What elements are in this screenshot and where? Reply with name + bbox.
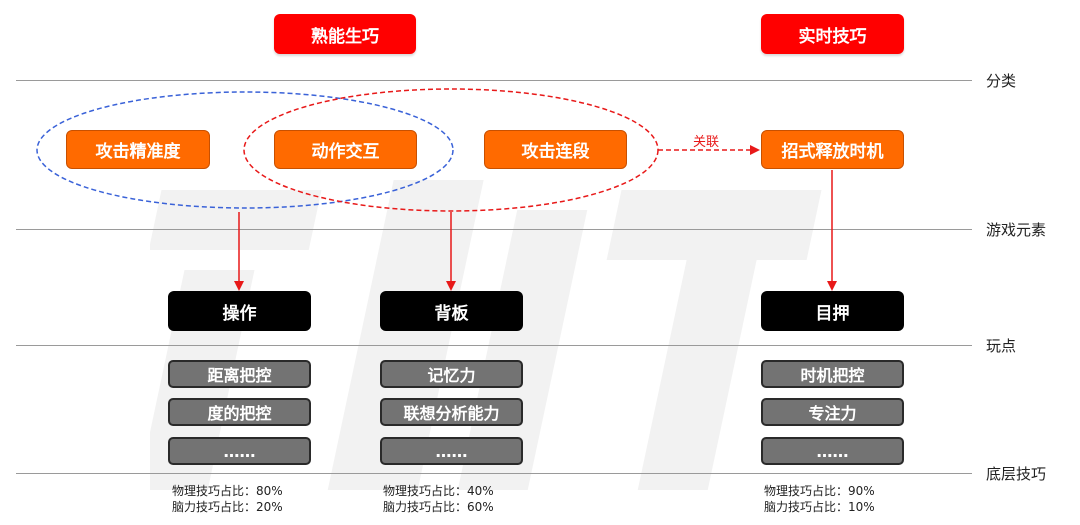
skill-target-2: 专注力	[761, 398, 904, 426]
playpoint-target: 目押	[761, 291, 904, 331]
separator-category	[16, 80, 972, 81]
skill-memorize-2: 联想分析能力	[380, 398, 523, 426]
stat-mental-memorize: 脑力技巧占比：60%	[383, 500, 494, 514]
element-action-interaction: 动作交互	[274, 130, 417, 169]
category-practice-makes-perfect: 熟能生巧	[274, 14, 416, 54]
separator-game-elements	[16, 229, 972, 230]
stats-operation: 物理技巧占比：80% 脑力技巧占比：20%	[172, 483, 283, 515]
element-skill-timing: 招式释放时机	[761, 130, 904, 169]
stat-mental-operation: 脑力技巧占比：20%	[172, 500, 283, 514]
stat-physical-target: 物理技巧占比：90%	[764, 484, 875, 498]
separator-base-skills	[16, 473, 972, 474]
stat-mental-target: 脑力技巧占比：10%	[764, 500, 875, 514]
separator-play-points	[16, 345, 972, 346]
stats-memorize: 物理技巧占比：40% 脑力技巧占比：60%	[383, 483, 494, 515]
playpoint-memorize: 背板	[380, 291, 523, 331]
relation-label: 关联	[693, 135, 720, 150]
skill-target-3: ……	[761, 437, 904, 465]
skill-memorize-3: ……	[380, 437, 523, 465]
stats-target: 物理技巧占比：90% 脑力技巧占比：10%	[764, 483, 875, 515]
row-label-game-elements: 游戏元素	[986, 221, 1047, 239]
skill-operation-1: 距离把控	[168, 360, 311, 388]
skill-operation-3: ……	[168, 437, 311, 465]
row-label-play-points: 玩点	[986, 337, 1017, 355]
category-realtime-skill: 实时技巧	[761, 14, 904, 54]
stat-physical-operation: 物理技巧占比：80%	[172, 484, 283, 498]
stat-physical-memorize: 物理技巧占比：40%	[383, 484, 494, 498]
element-attack-accuracy: 攻击精准度	[66, 130, 210, 169]
row-label-category: 分类	[986, 72, 1017, 90]
row-label-base-skills: 底层技巧	[986, 465, 1047, 483]
skill-operation-2: 度的把控	[168, 398, 311, 426]
element-attack-combo: 攻击连段	[484, 130, 627, 169]
playpoint-operation: 操作	[168, 291, 311, 331]
skill-memorize-1: 记忆力	[380, 360, 523, 388]
group-ellipse-blue	[36, 91, 454, 209]
skill-target-1: 时机把控	[761, 360, 904, 388]
